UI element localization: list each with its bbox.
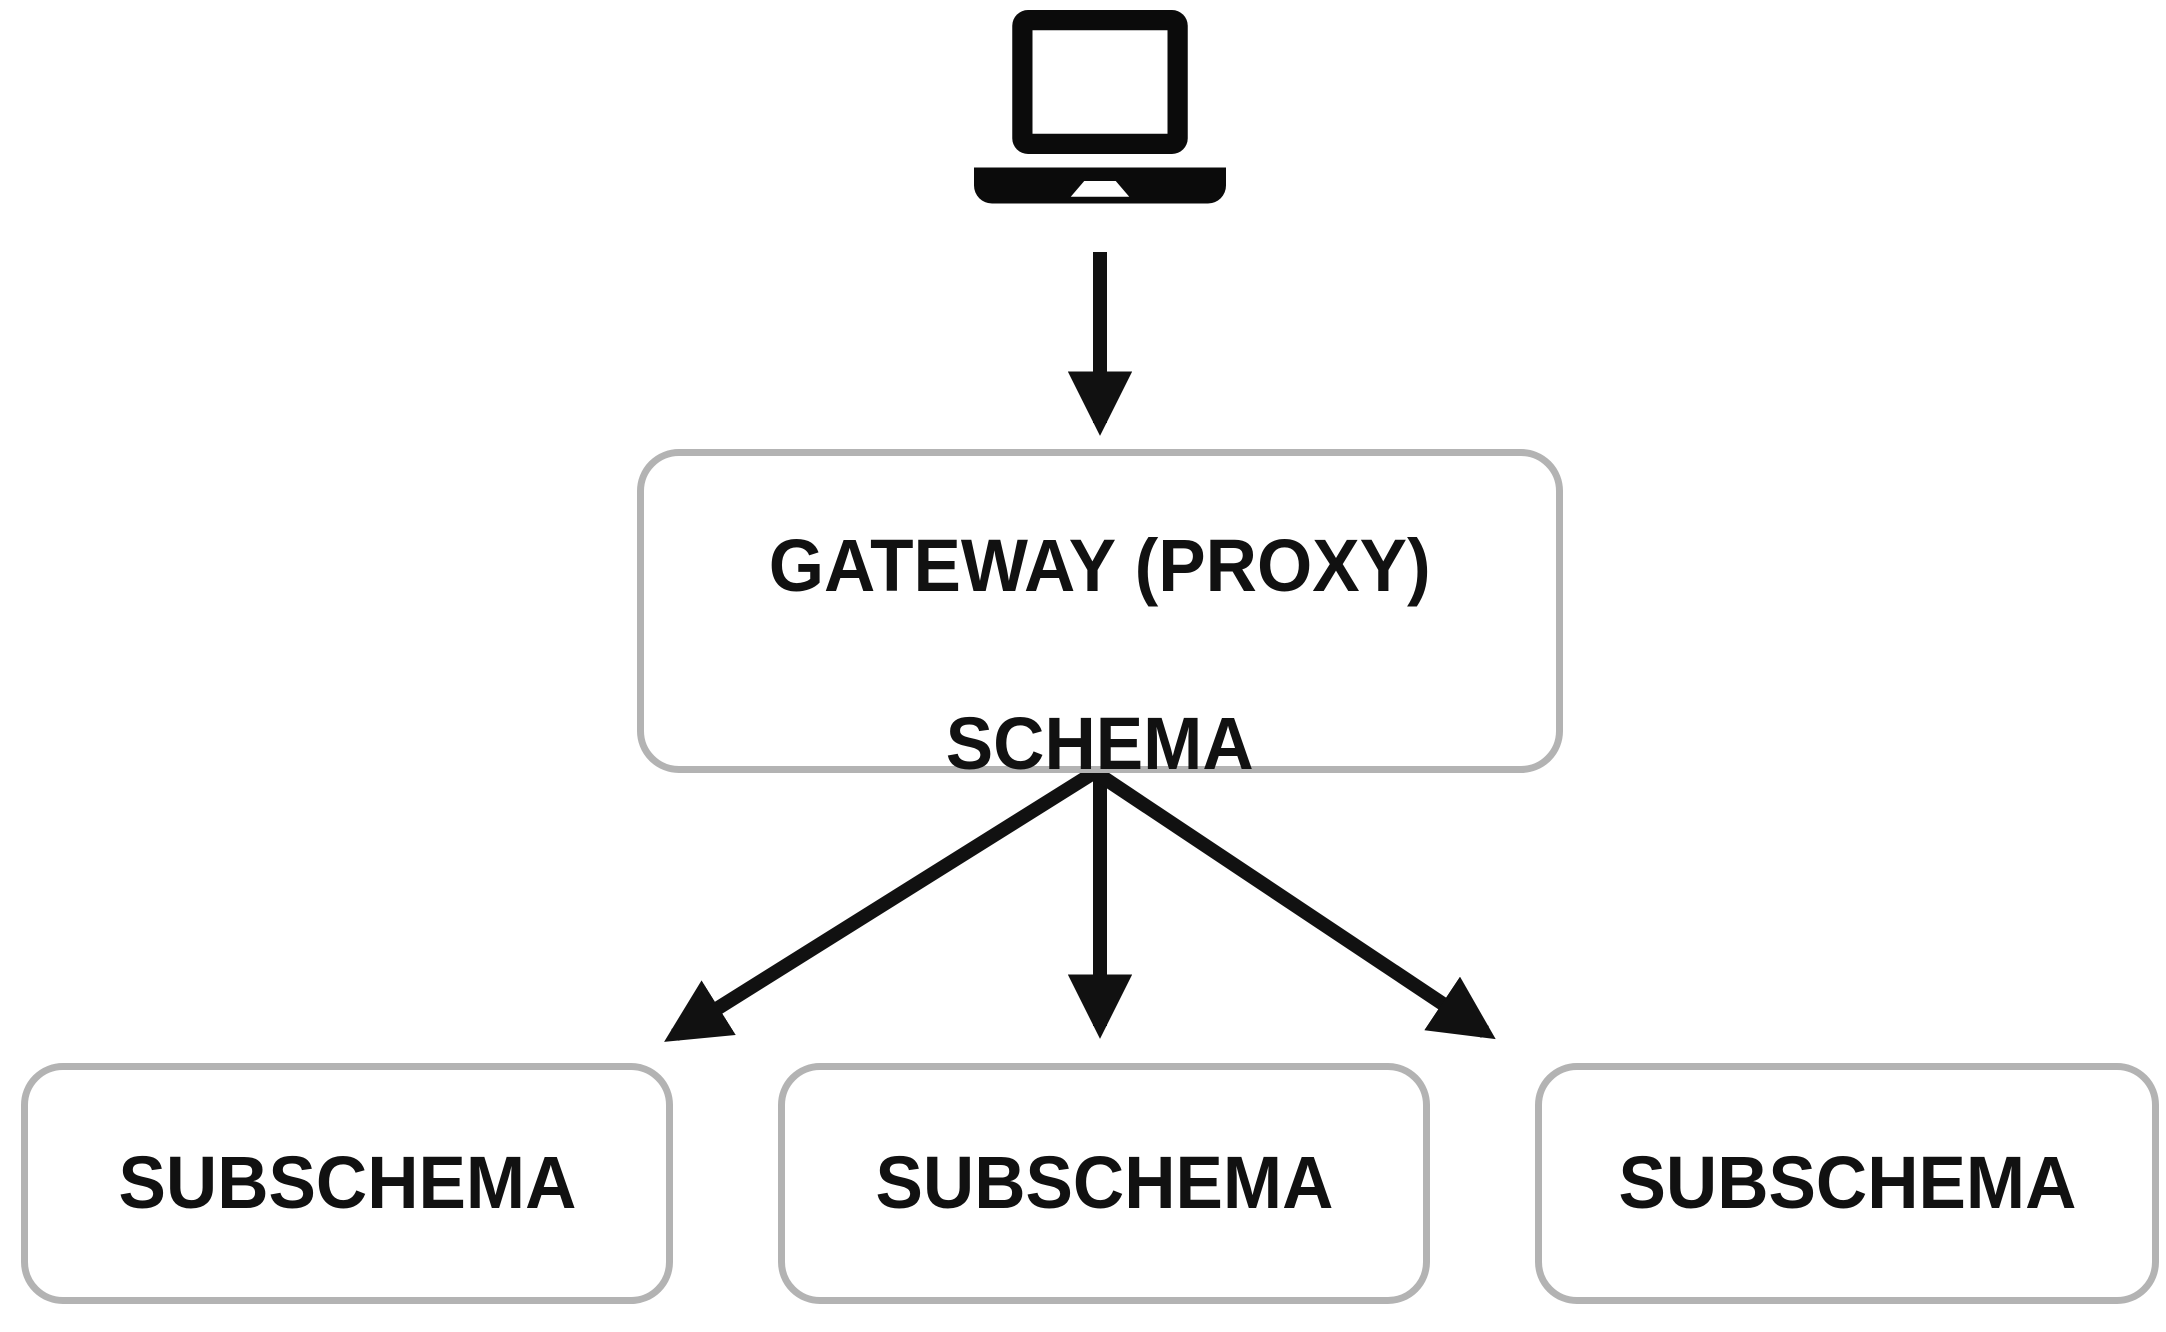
arrow-gateway-to-subschema-3 (1091, 766, 1496, 1040)
gateway-label-line2: SCHEMA (946, 701, 1254, 785)
gateway-label-line1: GATEWAY (PROXY) (769, 524, 1431, 608)
subschema-label-2: SUBSCHEMA (875, 1141, 1333, 1225)
subschema-node-3: SUBSCHEMA (1535, 1063, 2159, 1304)
subschema-label-3: SUBSCHEMA (1618, 1141, 2076, 1225)
gateway-schema-label: GATEWAY (PROXY) SCHEMA (769, 433, 1431, 788)
subschema-label-1: SUBSCHEMA (118, 1141, 576, 1225)
laptop-icon-svg (974, 10, 1226, 204)
subschema-node-1: SUBSCHEMA (21, 1063, 673, 1304)
gateway-schema-node: GATEWAY (PROXY) SCHEMA (637, 449, 1563, 785)
subschema-node-2: SUBSCHEMA (778, 1063, 1430, 1304)
arrow-gateway-to-subschema-1 (664, 766, 1099, 1042)
laptop-icon (965, 10, 1235, 235)
